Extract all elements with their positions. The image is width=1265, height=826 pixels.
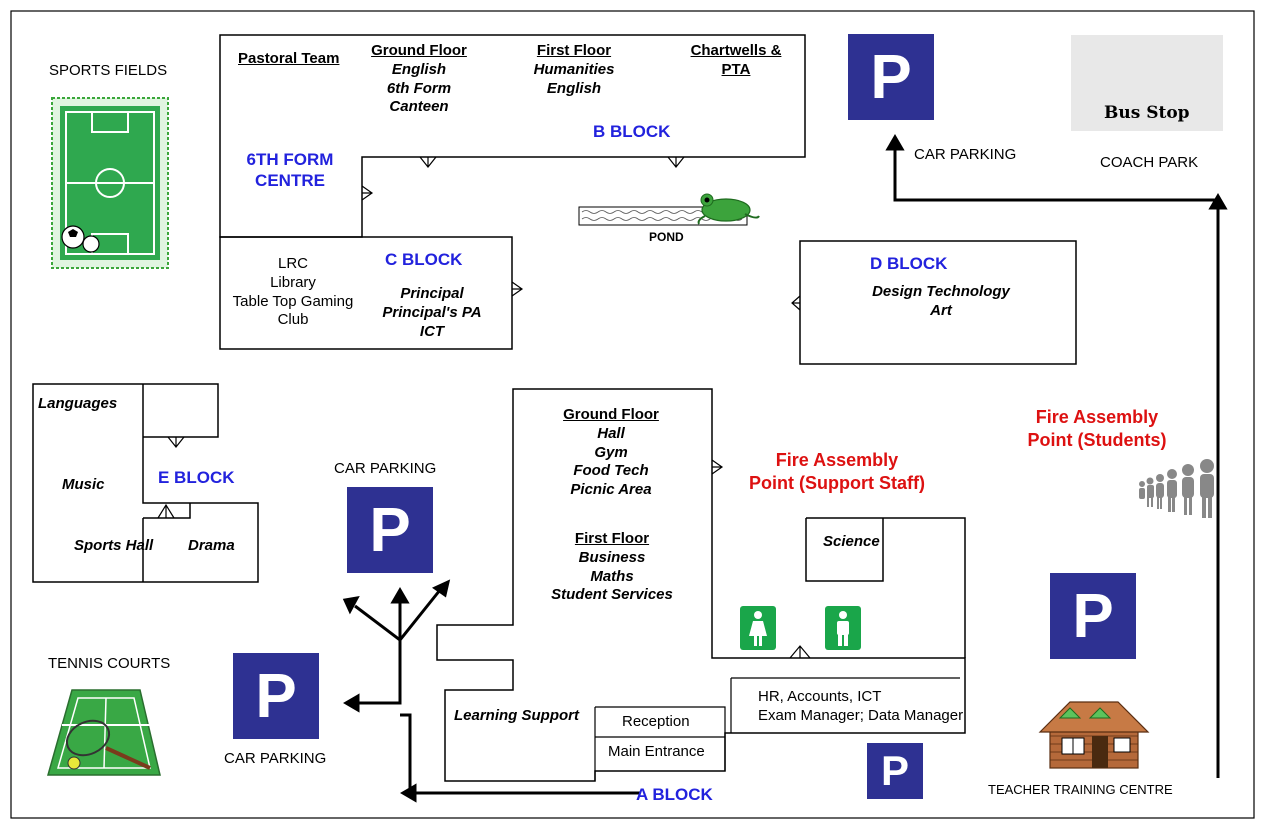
- a-first-floor-room: Business: [578, 548, 646, 566]
- parking-sign-centre: P: [347, 487, 433, 573]
- car-parking-label-left: CAR PARKING: [224, 750, 327, 767]
- parking-sign-right: P: [1050, 573, 1136, 659]
- science-label: Science: [823, 533, 880, 550]
- lrc-line: Library: [270, 273, 316, 291]
- c-block-rooms: Principal Principal's PA ICT: [370, 285, 494, 341]
- office-line: Exam Manager; Data Manager: [758, 706, 964, 724]
- c-block-outline: [219, 236, 513, 350]
- fire-support-line: Fire Assembly: [775, 450, 899, 470]
- b-block-label: B BLOCK: [593, 122, 671, 141]
- b-first-floor-room: Humanities: [533, 60, 615, 78]
- pastoral-team-label: Pastoral Team: [238, 50, 340, 67]
- fire-assembly-students: Fire Assembly Point (Students): [1022, 406, 1172, 451]
- lrc-line: Club: [277, 311, 309, 329]
- a-first-floor-room: Student Services: [551, 586, 673, 604]
- a-first-floor-heading: First Floor: [574, 530, 650, 547]
- a-block-label: A BLOCK: [636, 785, 713, 804]
- a-ground-floor-room: Picnic Area: [570, 481, 652, 498]
- a-block-reception-outline: [594, 706, 726, 781]
- lrc-line: Table Top Gaming: [232, 292, 354, 310]
- fire-assembly-support-staff: Fire Assembly Point (Support Staff): [734, 449, 940, 494]
- sixth-form-centre-label: 6TH FORM CENTRE: [238, 149, 342, 192]
- chartwells-pta: Chartwells & PTA: [676, 42, 796, 80]
- door-symbols: [157, 156, 811, 659]
- chartwells-label: Chartwells &: [690, 42, 782, 59]
- coach-park-label: COACH PARK: [1100, 154, 1199, 171]
- c-block-room: ICT: [419, 322, 445, 340]
- c-block-label: C BLOCK: [385, 250, 463, 269]
- music-label: Music: [62, 476, 105, 493]
- tennis-courts-label: TENNIS COURTS: [48, 655, 171, 672]
- cabin-icon: [1038, 701, 1150, 769]
- teacher-training-label: TEACHER TRAINING CENTRE: [988, 782, 1173, 797]
- fire-students-line: Fire Assembly: [1035, 407, 1159, 427]
- people-queue-icon: [1139, 459, 1214, 518]
- languages-label: Languages: [38, 395, 118, 412]
- sports-fields-label: SPORTS FIELDS: [49, 62, 168, 79]
- science-outline: [805, 517, 966, 658]
- car-parking-label-centre: CAR PARKING: [334, 460, 437, 477]
- b-ground-floor-room: English: [391, 60, 447, 78]
- c-block-room: Principal's PA: [382, 303, 482, 321]
- office-line: HR, Accounts, ICT: [758, 688, 882, 705]
- sports-field-icon: [51, 97, 169, 269]
- b-first-floor-room: English: [546, 79, 602, 97]
- frog-icon: [697, 193, 760, 225]
- parking-sign-bottom: P: [867, 743, 923, 799]
- bus-stop-sign: [1071, 35, 1223, 131]
- pta-label: PTA: [721, 60, 751, 78]
- tennis-court-icon: [47, 689, 161, 776]
- a-ground-floor-heading: Ground Floor: [563, 406, 659, 423]
- lrc-rooms: LRC Library Table Top Gaming Club: [226, 255, 360, 330]
- b-first-floor-heading: First Floor: [536, 42, 612, 59]
- female-toilet-icon: [749, 611, 767, 646]
- drama-label: Drama: [188, 537, 235, 554]
- car-parking-label-top: CAR PARKING: [914, 146, 1017, 163]
- female-toilet-sign: [740, 606, 776, 650]
- d-block-room: Art: [930, 301, 952, 319]
- pond-label: POND: [649, 230, 684, 244]
- e-block-outline: [32, 383, 259, 583]
- b-ground-floor-heading: Ground Floor: [371, 42, 467, 59]
- parking-sign-left: P: [233, 653, 319, 739]
- lrc-line: LRC: [277, 255, 308, 272]
- b-first-floor: First Floor Humanities English: [515, 42, 633, 98]
- fire-students-line: Point (Students): [1027, 429, 1167, 450]
- sixth-form-line: 6TH FORM: [246, 150, 334, 169]
- fire-support-line: Point (Support Staff): [749, 472, 925, 493]
- b-ground-floor-room: Canteen: [389, 98, 449, 116]
- b-ground-floor: Ground Floor English 6th Form Canteen: [360, 42, 478, 117]
- a-first-floor: First Floor Business Maths Student Servi…: [535, 530, 689, 605]
- offices-label: HR, Accounts, ICT Exam Manager; Data Man…: [758, 688, 963, 726]
- d-block-rooms: Design Technology Art: [860, 283, 1022, 321]
- c-block-room: Principal: [400, 285, 464, 302]
- learning-support-label: Learning Support: [454, 707, 579, 724]
- b-ground-floor-room: 6th Form: [386, 79, 452, 97]
- sports-hall-label: Sports Hall: [74, 537, 154, 554]
- a-ground-floor-room: Food Tech: [573, 462, 649, 480]
- d-block-label: D BLOCK: [870, 254, 948, 273]
- d-block-room: Design Technology: [872, 283, 1010, 300]
- a-block-offices-outline: [730, 677, 960, 733]
- a-ground-floor-room: Gym: [594, 443, 628, 461]
- map-border: [10, 10, 1255, 819]
- sixth-form-line: CENTRE: [255, 171, 325, 191]
- e-block-label: E BLOCK: [158, 468, 235, 487]
- bus-stop-label: Bus Stop: [1104, 103, 1190, 123]
- a-ground-floor-room: Hall: [597, 424, 625, 442]
- male-toilet-sign: [825, 606, 861, 650]
- road-arrows: [342, 134, 1228, 803]
- male-toilet-icon: [837, 611, 849, 646]
- reception-label: Reception: [622, 713, 690, 730]
- a-first-floor-room: Maths: [590, 567, 634, 585]
- a-ground-floor: Ground Floor Hall Gym Food Tech Picnic A…: [545, 406, 677, 500]
- main-entrance-label: Main Entrance: [608, 743, 705, 760]
- parking-sign-top: P: [848, 34, 934, 120]
